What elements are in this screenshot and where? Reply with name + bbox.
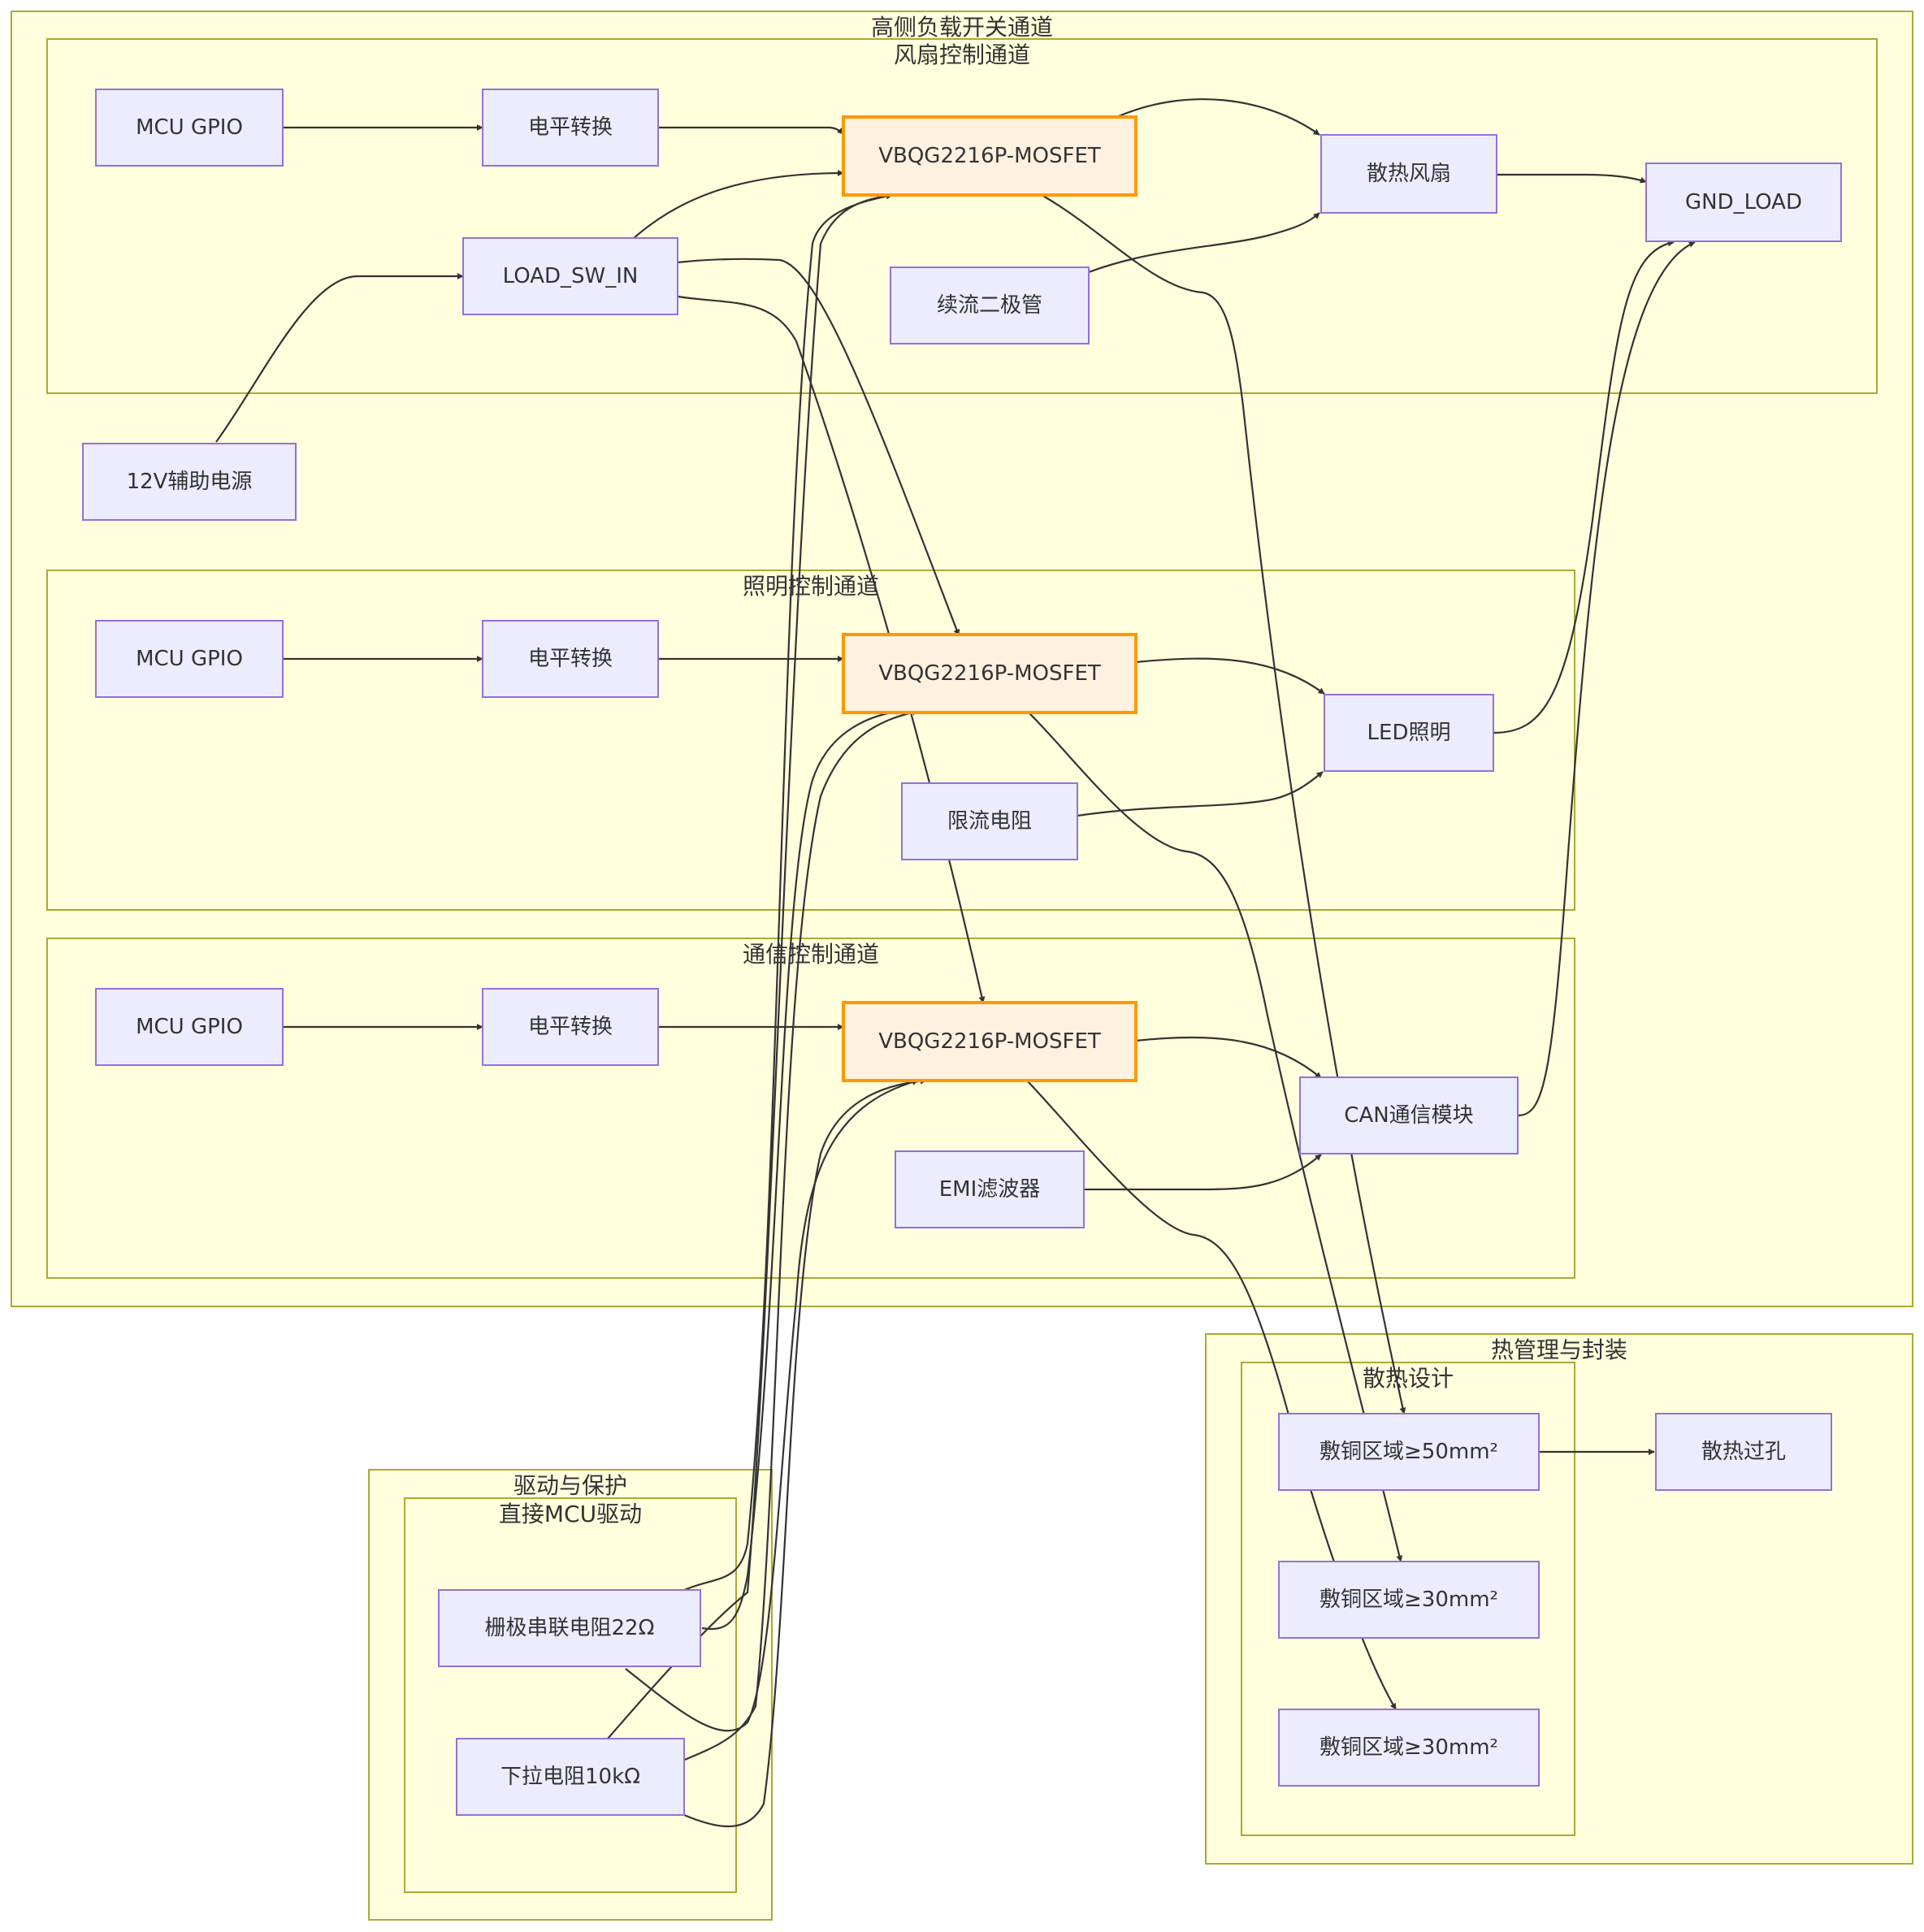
node-mcu-gpio-fan[interactable]: MCU GPIO xyxy=(95,89,284,167)
cluster-title-comm: 通信控制通道 xyxy=(743,941,879,968)
edges xyxy=(215,97,1696,1828)
node-can-module[interactable]: CAN通信模块 xyxy=(1299,1076,1519,1154)
node-label: 电平转换 xyxy=(528,1015,613,1039)
node-label: 续流二极管 xyxy=(937,293,1042,318)
node-freewheel-diode[interactable]: 续流二极管 xyxy=(890,266,1090,344)
node-label: GND_LOAD xyxy=(1685,190,1802,214)
node-label: 敷铜区域≥50mm² xyxy=(1320,1440,1498,1464)
node-label: 散热过孔 xyxy=(1701,1440,1786,1464)
node-led-lighting[interactable]: LED照明 xyxy=(1324,694,1494,772)
cluster-title-lighting: 照明控制通道 xyxy=(743,573,879,600)
cluster-title-driver: 驱动与保护 xyxy=(514,1472,627,1499)
cluster-title-thermal: 热管理与封装 xyxy=(1491,1336,1627,1363)
cluster-title-fan: 风扇控制通道 xyxy=(894,41,1030,68)
node-level-shift-comm[interactable]: 电平转换 xyxy=(482,988,659,1066)
node-level-shift-fan[interactable]: 电平转换 xyxy=(482,89,659,167)
node-mcu-gpio-lighting[interactable]: MCU GPIO xyxy=(95,620,284,698)
cluster-title-high-side: 高侧负载开关通道 xyxy=(871,14,1053,41)
edge-pulldown-mosfet2 xyxy=(680,708,919,1763)
node-label: 电平转换 xyxy=(528,115,613,140)
node-mosfet-fan[interactable]: VBQG2216P-MOSFET xyxy=(842,115,1138,197)
node-label: EMI滤波器 xyxy=(939,1177,1041,1202)
node-label: LED照明 xyxy=(1367,721,1451,745)
node-label: MCU GPIO xyxy=(136,115,243,140)
edge-gateres-mosfet3 xyxy=(625,1079,919,1732)
node-label: 散热风扇 xyxy=(1367,162,1451,186)
node-mcu-gpio-comm[interactable]: MCU GPIO xyxy=(95,988,284,1066)
edge-mosfet2-led xyxy=(1135,657,1325,695)
node-12v-aux-power[interactable]: 12V辅助电源 xyxy=(82,443,297,521)
cluster-title-heat-design: 散热设计 xyxy=(1363,1365,1454,1392)
edge-gateres-mosfet1 xyxy=(682,193,893,1592)
cluster-title-direct-mcu: 直接MCU驱动 xyxy=(499,1501,642,1527)
node-level-shift-lighting[interactable]: 电平转换 xyxy=(482,620,659,698)
edge-mosfet2-copper30a xyxy=(1028,712,1403,1562)
node-label: CAN通信模块 xyxy=(1344,1103,1473,1128)
node-label: 电平转换 xyxy=(528,647,613,671)
node-current-limit-resistor[interactable]: 限流电阻 xyxy=(901,782,1078,860)
edge-fan-gnd xyxy=(1497,173,1647,184)
node-copper-50[interactable]: 敷铜区域≥50mm² xyxy=(1278,1413,1540,1491)
node-label: 敷铜区域≥30mm² xyxy=(1320,1588,1498,1612)
node-label: VBQG2216P-MOSFET xyxy=(878,661,1101,686)
node-label: 敷铜区域≥30mm² xyxy=(1320,1735,1498,1760)
node-label: MCU GPIO xyxy=(136,1015,243,1039)
node-copper-30-a[interactable]: 敷铜区域≥30mm² xyxy=(1278,1561,1540,1639)
edge-pulldown-mosfet1 xyxy=(607,193,893,1739)
edge-pulldown-mosfet3 xyxy=(683,1077,927,1828)
edge-can-gnd xyxy=(1517,240,1696,1117)
edge-mosfet1-fan xyxy=(1112,97,1320,136)
node-gnd-load[interactable]: GND_LOAD xyxy=(1645,162,1842,242)
edge-emi-can xyxy=(1084,1154,1322,1191)
node-thermal-vias[interactable]: 散热过孔 xyxy=(1655,1413,1832,1491)
edge-mosfet1-copper50 xyxy=(1041,194,1406,1414)
node-emi-filter[interactable]: EMI滤波器 xyxy=(895,1150,1085,1228)
node-mosfet-comm[interactable]: VBQG2216P-MOSFET xyxy=(842,1001,1138,1082)
edge-current-led xyxy=(1077,771,1324,817)
edge-loadsw-mosfet2 xyxy=(677,258,960,636)
node-mosfet-lighting[interactable]: VBQG2216P-MOSFET xyxy=(842,633,1138,714)
edge-led-gnd xyxy=(1493,240,1675,734)
node-load-sw-in[interactable]: LOAD_SW_IN xyxy=(462,237,678,315)
node-label: 限流电阻 xyxy=(947,809,1032,834)
node-label: 下拉电阻10kΩ xyxy=(500,1765,640,1789)
node-gate-resistor[interactable]: 栅极串联电阻22Ω xyxy=(438,1589,701,1667)
node-cooling-fan[interactable]: 散热风扇 xyxy=(1320,134,1497,214)
cluster-direct-mcu: 直接MCU驱动 xyxy=(404,1497,737,1893)
node-pulldown-resistor[interactable]: 下拉电阻10kΩ xyxy=(456,1738,685,1816)
edge-mosfet3-can xyxy=(1135,1036,1322,1079)
node-copper-30-b[interactable]: 敷铜区域≥30mm² xyxy=(1278,1709,1540,1787)
edge-diode-fan xyxy=(1088,212,1320,274)
node-label: VBQG2216P-MOSFET xyxy=(878,144,1101,168)
node-label: LOAD_SW_IN xyxy=(503,264,639,288)
edge-loadsw-mosfet1 xyxy=(633,170,844,239)
node-label: 12V辅助电源 xyxy=(127,470,253,494)
edge-gateres-mosfet2 xyxy=(701,708,903,1631)
node-label: 栅极串联电阻22Ω xyxy=(485,1616,655,1640)
node-label: VBQG2216P-MOSFET xyxy=(878,1029,1101,1054)
edge-aux-loadsw xyxy=(215,273,464,443)
node-label: MCU GPIO xyxy=(136,647,243,671)
